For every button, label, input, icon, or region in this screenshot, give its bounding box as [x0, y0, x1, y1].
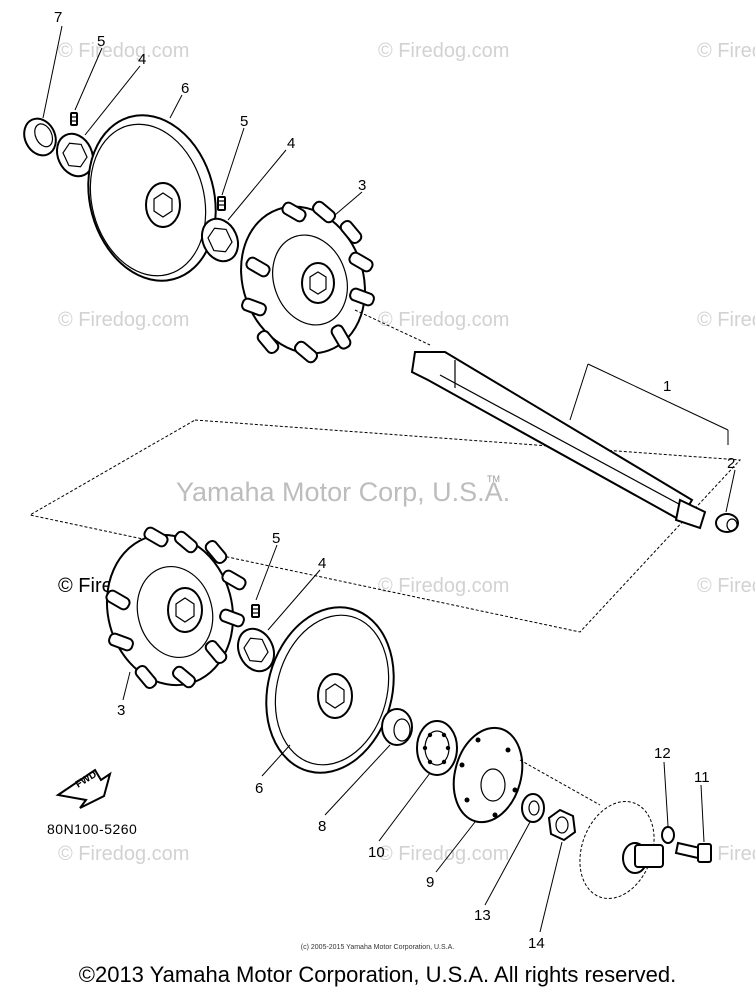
callout-4: 4: [138, 51, 146, 68]
part-9-flange: [452, 726, 524, 824]
assembly-outline: [28, 419, 742, 633]
copyright-notice: ©2013 Yamaha Motor Corporation, U.S.A. A…: [78, 962, 677, 987]
callout-5: 5: [240, 113, 248, 130]
callout-7: 7: [54, 9, 62, 26]
trademark-mark: TM: [487, 474, 500, 484]
axis-line: [354, 309, 431, 346]
part-4-hex-collar: [237, 627, 275, 673]
part-5-screw: [251, 604, 260, 618]
forward-arrow-icon: FWD: [55, 768, 112, 809]
diagram-code: 80N100-5260: [47, 821, 137, 837]
callout-3: 3: [117, 702, 125, 719]
callout-3: 3: [358, 177, 366, 194]
callout-6: 6: [181, 80, 189, 97]
part-3-sprocket: [105, 526, 247, 690]
callout-4: 4: [318, 555, 326, 572]
callout-11: 11: [694, 769, 710, 786]
part-13-washer: [521, 793, 545, 823]
small-copyright: (c) 2005-2015 Yamaha Motor Corporation, …: [300, 944, 455, 951]
callout-1: 1: [663, 378, 671, 395]
center-watermark: Yamaha Motor Corp, U.S.A.: [176, 477, 510, 507]
reference-numbers: 7 5 4 6 5 4 3 1 2 3 5 4 6 8 10 9 13 14 1…: [54, 9, 735, 952]
watermark: © Firedog.com: [58, 843, 189, 865]
part-10-bearing: [416, 720, 458, 776]
watermark: © Firedog.com: [378, 40, 509, 62]
watermark: © Firedog.com: [697, 40, 755, 62]
part-4-hex-collar: [56, 132, 94, 178]
part-5-screw: [217, 196, 226, 211]
callout-9: 9: [426, 874, 434, 891]
callout-10: 10: [368, 844, 385, 861]
part-6-wheel: [265, 606, 395, 774]
part-7-collar: [23, 117, 57, 157]
axle-housing: [519, 759, 664, 899]
part-6-wheel: [87, 114, 217, 282]
part-3-sprocket: [240, 200, 375, 364]
watermark: © Firedog.com: [58, 309, 189, 331]
part-4-hex-collar: [201, 217, 239, 263]
watermark: © Firedog.com: [378, 575, 509, 597]
callout-12: 12: [654, 745, 671, 762]
callout-8: 8: [318, 818, 326, 835]
callout-14: 14: [528, 935, 545, 952]
part-11-bolt: [674, 841, 712, 863]
callout-6: 6: [255, 780, 263, 797]
leader-lines: [42, 25, 736, 933]
part-12-washer: [661, 826, 675, 844]
callout-4: 4: [287, 135, 295, 152]
part-1-shaft: [410, 351, 707, 530]
watermark: © Firedog.com: [378, 309, 509, 331]
callout-5: 5: [272, 530, 280, 547]
part-5-screw: [70, 112, 78, 126]
callout-13: 13: [474, 907, 491, 924]
part-8-spacer: [381, 708, 413, 746]
callout-2: 2: [727, 455, 735, 472]
watermark: © Firedog.com: [697, 309, 755, 331]
watermark: © Firedog.com: [378, 843, 509, 865]
watermark: © Firedog.com: [697, 575, 755, 597]
callout-5: 5: [97, 33, 105, 50]
watermark: © Firedog.com: [58, 40, 189, 62]
part-2-bushing: [715, 513, 739, 533]
part-14-nut: [547, 808, 577, 842]
